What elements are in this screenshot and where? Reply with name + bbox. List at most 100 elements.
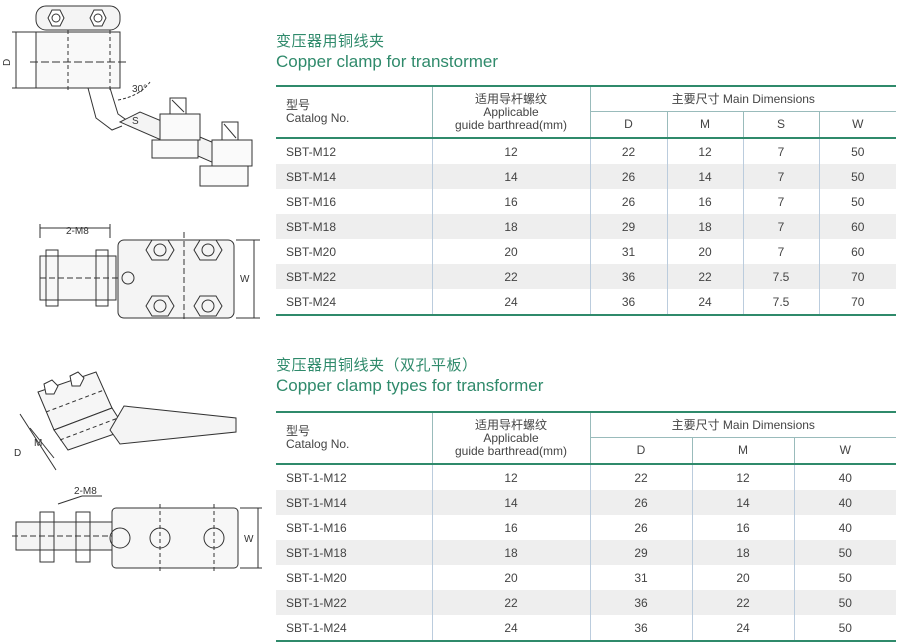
bolt-spec-label: 2-M8	[74, 486, 97, 497]
bolt-spec-label: 2-M8	[66, 226, 89, 237]
guide-cell: 12	[432, 138, 591, 164]
guide-header-en2: guide barthread(mm)	[454, 117, 568, 132]
guide-cell: 22	[432, 590, 591, 615]
dim-d-label: D	[14, 448, 21, 459]
guide-header-cn: 适用导杆螺纹	[474, 417, 547, 432]
s-cell: 7.5	[743, 289, 820, 316]
catalog-cell: SBT-1-M14	[276, 490, 433, 515]
dim-header-m: M	[692, 437, 795, 465]
main-dimensions-header: 主要尺寸 Main Dimensions	[590, 85, 896, 112]
s-cell: 7	[743, 189, 820, 214]
dim-w-label: W	[240, 274, 250, 285]
guide-cell: 14	[432, 490, 591, 515]
catalog-cell: SBT-M18	[276, 214, 433, 239]
catalog-cell: SBT-M12	[276, 138, 433, 164]
catalog-cell: SBT-M24	[276, 289, 433, 316]
d-cell: 36	[590, 590, 693, 615]
section1-spec-table: 型号 Catalog No. 适用导杆螺纹 Applicable guide b…	[276, 85, 896, 316]
catalog-header: 型号 Catalog No.	[276, 411, 433, 465]
catalog-header-cn: 型号	[286, 424, 311, 438]
catalog-cell: SBT-1-M16	[276, 515, 433, 540]
section1-title-cn: 变压器用铜线夹	[276, 33, 385, 50]
w-cell: 70	[819, 264, 896, 289]
guide-cell: 12	[432, 464, 591, 490]
dim-w-label: W	[244, 534, 254, 545]
catalog-header: 型号 Catalog No.	[276, 85, 433, 139]
w-cell: 50	[794, 590, 896, 615]
d-cell: 22	[590, 138, 668, 164]
m-cell: 12	[667, 138, 744, 164]
catalog-header-en: Catalog No.	[286, 437, 350, 451]
catalog-cell: SBT-M22	[276, 264, 433, 289]
clamp-top-view-drawing: 2-M8 W	[39, 224, 260, 322]
m-cell: 14	[692, 490, 795, 515]
catalog-header-cn: 型号	[286, 98, 311, 112]
d-cell: 29	[590, 214, 668, 239]
guide-header: 适用导杆螺纹 Applicable guide barthread(mm)	[432, 411, 591, 465]
dim-m-label: M	[34, 438, 42, 449]
clamp-side-view-drawing: D 30° S	[2, 5, 253, 187]
section2-title-en: Copper clamp types for transformer	[276, 376, 544, 395]
w-cell: 50	[851, 194, 865, 209]
guide-cell: 24	[432, 289, 591, 316]
m-cell: 24	[692, 615, 795, 642]
dim-header-d: D	[590, 111, 668, 139]
section2-spec-table: 型号 Catalog No. 适用导杆螺纹 Applicable guide b…	[276, 411, 896, 642]
flat-clamp-top-view-drawing: 2-M8 W	[12, 486, 262, 572]
d-cell: 26	[590, 515, 693, 540]
guide-cell: 14	[432, 164, 591, 189]
w-cell: 40	[838, 470, 852, 485]
flat-clamp-side-view-drawing: D M	[14, 371, 237, 471]
guide-header-en1: Applicable	[483, 430, 539, 445]
catalog-cell: SBT-M14	[276, 164, 433, 189]
m-cell: 20	[667, 239, 744, 264]
catalog-cell: SBT-M16	[276, 189, 433, 214]
d-cell: 26	[590, 164, 668, 189]
m-cell: 12	[692, 464, 795, 490]
section1-heading: 变压器用铜线夹 Copper clamp for transtormer	[276, 32, 498, 72]
d-cell: 26	[590, 189, 668, 214]
m-cell: 18	[667, 214, 744, 239]
guide-cell: 16	[432, 189, 591, 214]
catalog-cell: SBT-1-M18	[276, 540, 433, 565]
guide-header-cn: 适用导杆螺纹	[474, 91, 547, 106]
guide-cell: 22	[432, 264, 591, 289]
dim-header-w: W	[794, 437, 896, 465]
m-cell: 22	[667, 264, 744, 289]
w-cell: 50	[819, 164, 896, 189]
m-cell: 14	[667, 164, 744, 189]
guide-cell: 18	[432, 540, 591, 565]
d-cell: 31	[590, 565, 693, 590]
guide-header-en1: Applicable	[483, 104, 539, 119]
d-cell: 29	[590, 540, 693, 565]
d-cell: 36	[590, 615, 693, 642]
m-cell: 18	[692, 540, 795, 565]
section2-title-cn: 变压器用铜线夹（双孔平板）	[276, 357, 478, 374]
dim-header-m: M	[667, 111, 744, 139]
d-cell: 31	[590, 239, 668, 264]
guide-cell: 24	[432, 615, 591, 642]
dim-s-label: S	[132, 116, 139, 127]
catalog-cell: SBT-1-M20	[276, 565, 433, 590]
guide-cell: 20	[432, 239, 591, 264]
w-cell: 50	[838, 570, 852, 585]
dim-header-w: W	[819, 111, 896, 139]
w-cell: 40	[838, 520, 852, 535]
d-cell: 26	[590, 490, 693, 515]
guide-cell: 18	[432, 214, 591, 239]
m-cell: 24	[667, 289, 744, 316]
section1-title-en: Copper clamp for transtormer	[276, 52, 499, 71]
dim-header-d: D	[590, 437, 693, 465]
